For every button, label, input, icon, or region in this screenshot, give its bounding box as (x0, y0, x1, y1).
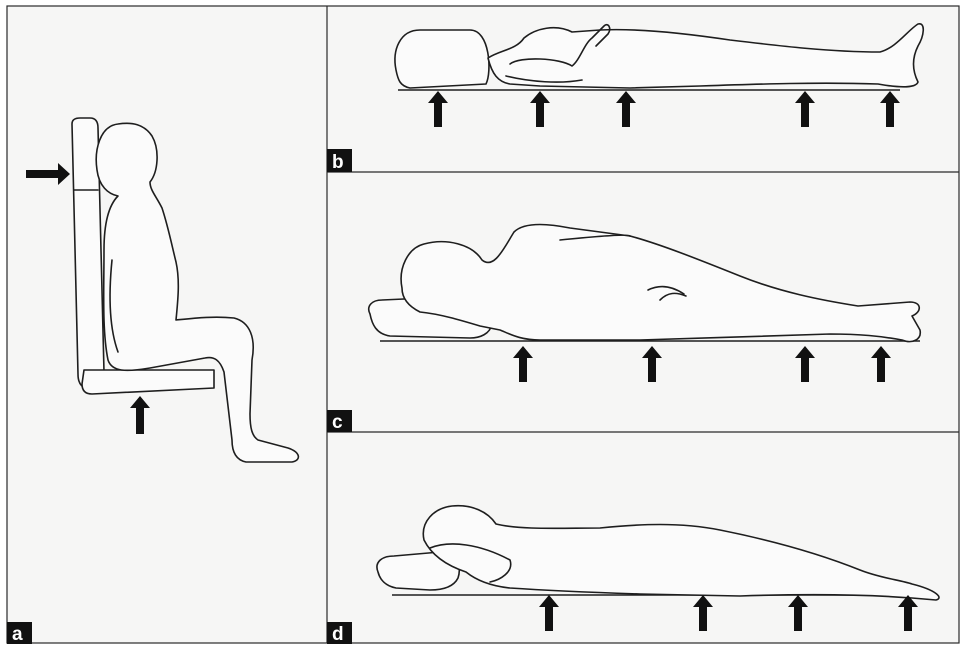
panel-b-label: b (332, 152, 344, 173)
panel-c-label: c (332, 412, 343, 433)
panel-d-tag: d (327, 622, 352, 645)
panel-b-pillow (395, 30, 489, 88)
panel-a-label: a (12, 624, 23, 645)
panel-b-tag: b (327, 149, 352, 173)
panel-d-label: d (332, 624, 344, 645)
panel-a-tag: a (7, 622, 32, 645)
panel-c-tag: c (327, 410, 352, 433)
